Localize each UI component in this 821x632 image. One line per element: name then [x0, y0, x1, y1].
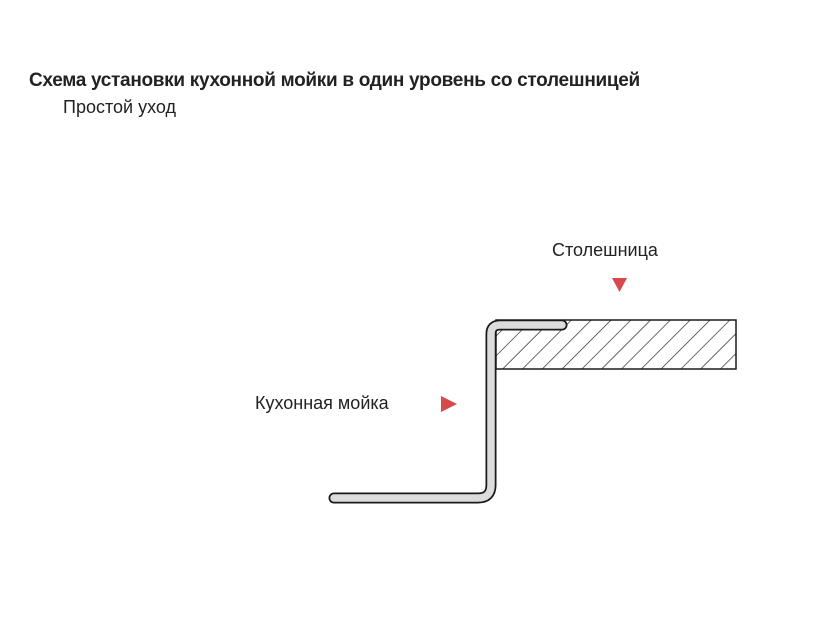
diagram-subtitle: Простой уход: [63, 97, 176, 117]
sink-profile: [328, 319, 568, 504]
sink-label: Кухонная мойка: [255, 393, 389, 413]
diagram-title: Схема установки кухонной мойки в один ур…: [29, 70, 640, 91]
countertop-label: Столешница: [552, 240, 658, 260]
triangle-right-icon: [441, 396, 457, 412]
triangle-down-icon: [612, 278, 627, 292]
